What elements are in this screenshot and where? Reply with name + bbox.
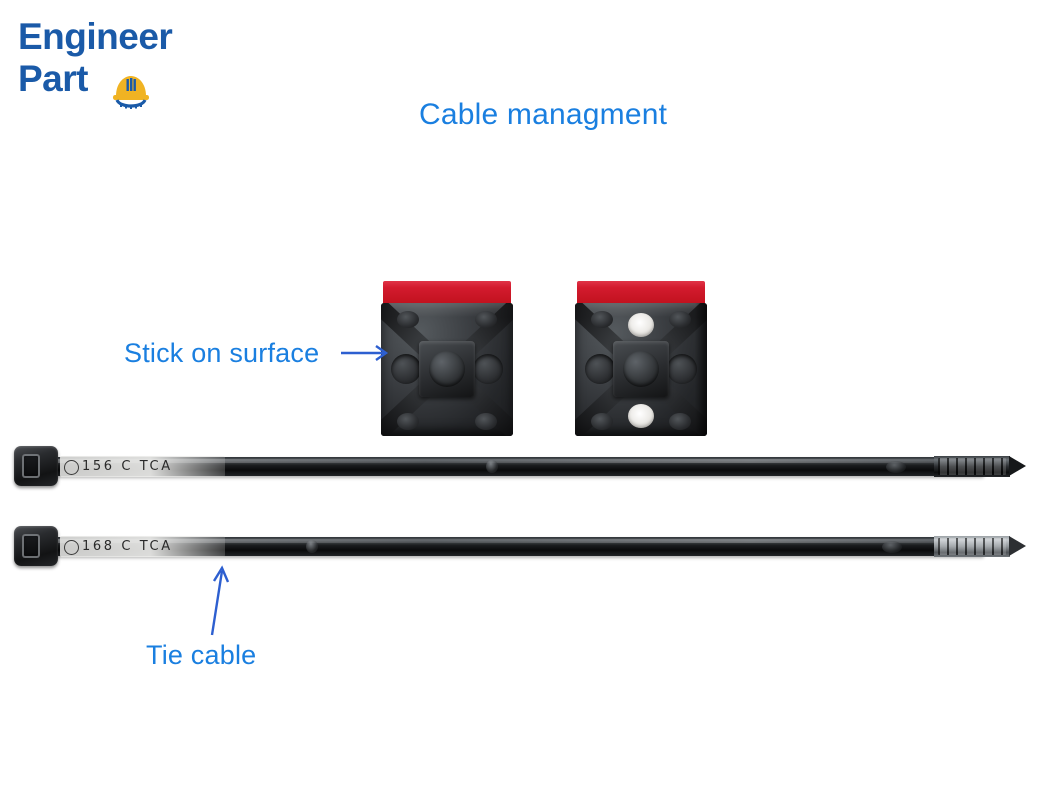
cable-tie-tail-body (934, 456, 1010, 477)
page-title: Cable managment (419, 98, 668, 131)
adhesive-backing-strip (577, 281, 705, 307)
mount-screw-hole (628, 404, 654, 428)
annotation-label-tie-cable: Tie cable (146, 640, 257, 670)
cable-tie-molding-dot (886, 461, 906, 473)
mount-base (381, 303, 513, 436)
mount-corner-dimple (475, 311, 497, 328)
cable-tie-tip (1009, 456, 1026, 476)
mount-center-post (429, 351, 465, 387)
cable-tie-strap (52, 537, 984, 556)
logo-text-line-1: Engineer (18, 16, 173, 57)
mount-side-recess (391, 354, 421, 384)
mount-side-recess (667, 354, 697, 384)
cable-tie-marking-ring (64, 460, 79, 475)
mount-corner-dimple (591, 413, 613, 430)
arrow-right-icon (341, 345, 389, 361)
mount-corner-dimple (669, 311, 691, 328)
adhesive-mount-right (575, 281, 707, 436)
cable-tie-head (14, 446, 58, 486)
cable-tie-tip (1009, 536, 1026, 556)
cable-tie-1: 156 C TCA (14, 440, 1026, 492)
mount-corner-dimple (397, 311, 419, 328)
adhesive-mount-left (381, 281, 513, 436)
cable-tie-2: 168 C TCA (14, 520, 1026, 572)
cable-tie-molding-mark (486, 460, 498, 473)
brand-logo: Engineer Part (18, 14, 248, 109)
cable-tie-marking: 156 C TCA (60, 456, 225, 477)
hard-hat-icon (113, 76, 149, 109)
cable-tie-head-slot (22, 454, 40, 478)
mount-center-post (623, 351, 659, 387)
mount-corner-dimple (397, 413, 419, 430)
cable-tie-tail (934, 456, 1026, 477)
cable-tie-head (14, 526, 58, 566)
mount-corner-dimple (475, 413, 497, 430)
mount-base (575, 303, 707, 436)
mount-screw-hole (628, 313, 654, 337)
arrow-up-icon (210, 565, 230, 636)
cable-tie-ridges (938, 538, 1006, 555)
cable-tie-ridges (938, 458, 1006, 475)
cable-tie-strap (52, 457, 984, 476)
mount-side-recess (585, 354, 615, 384)
mount-side-recess (473, 354, 503, 384)
cable-tie-molding-dot (882, 541, 902, 553)
cable-tie-head-slot (22, 534, 40, 558)
logo-text-line-2: Part (18, 58, 88, 99)
cable-tie-tail (934, 536, 1026, 557)
cable-tie-marking: 168 C TCA (60, 536, 225, 557)
mount-corner-dimple (669, 413, 691, 430)
cable-tie-marking-ring (64, 540, 79, 555)
cable-tie-tail-body (934, 536, 1010, 557)
mount-corner-dimple (591, 311, 613, 328)
adhesive-backing-strip (383, 281, 511, 307)
annotation-label-stick-on-surface: Stick on surface (124, 338, 320, 368)
cable-tie-molding-mark (306, 540, 318, 553)
